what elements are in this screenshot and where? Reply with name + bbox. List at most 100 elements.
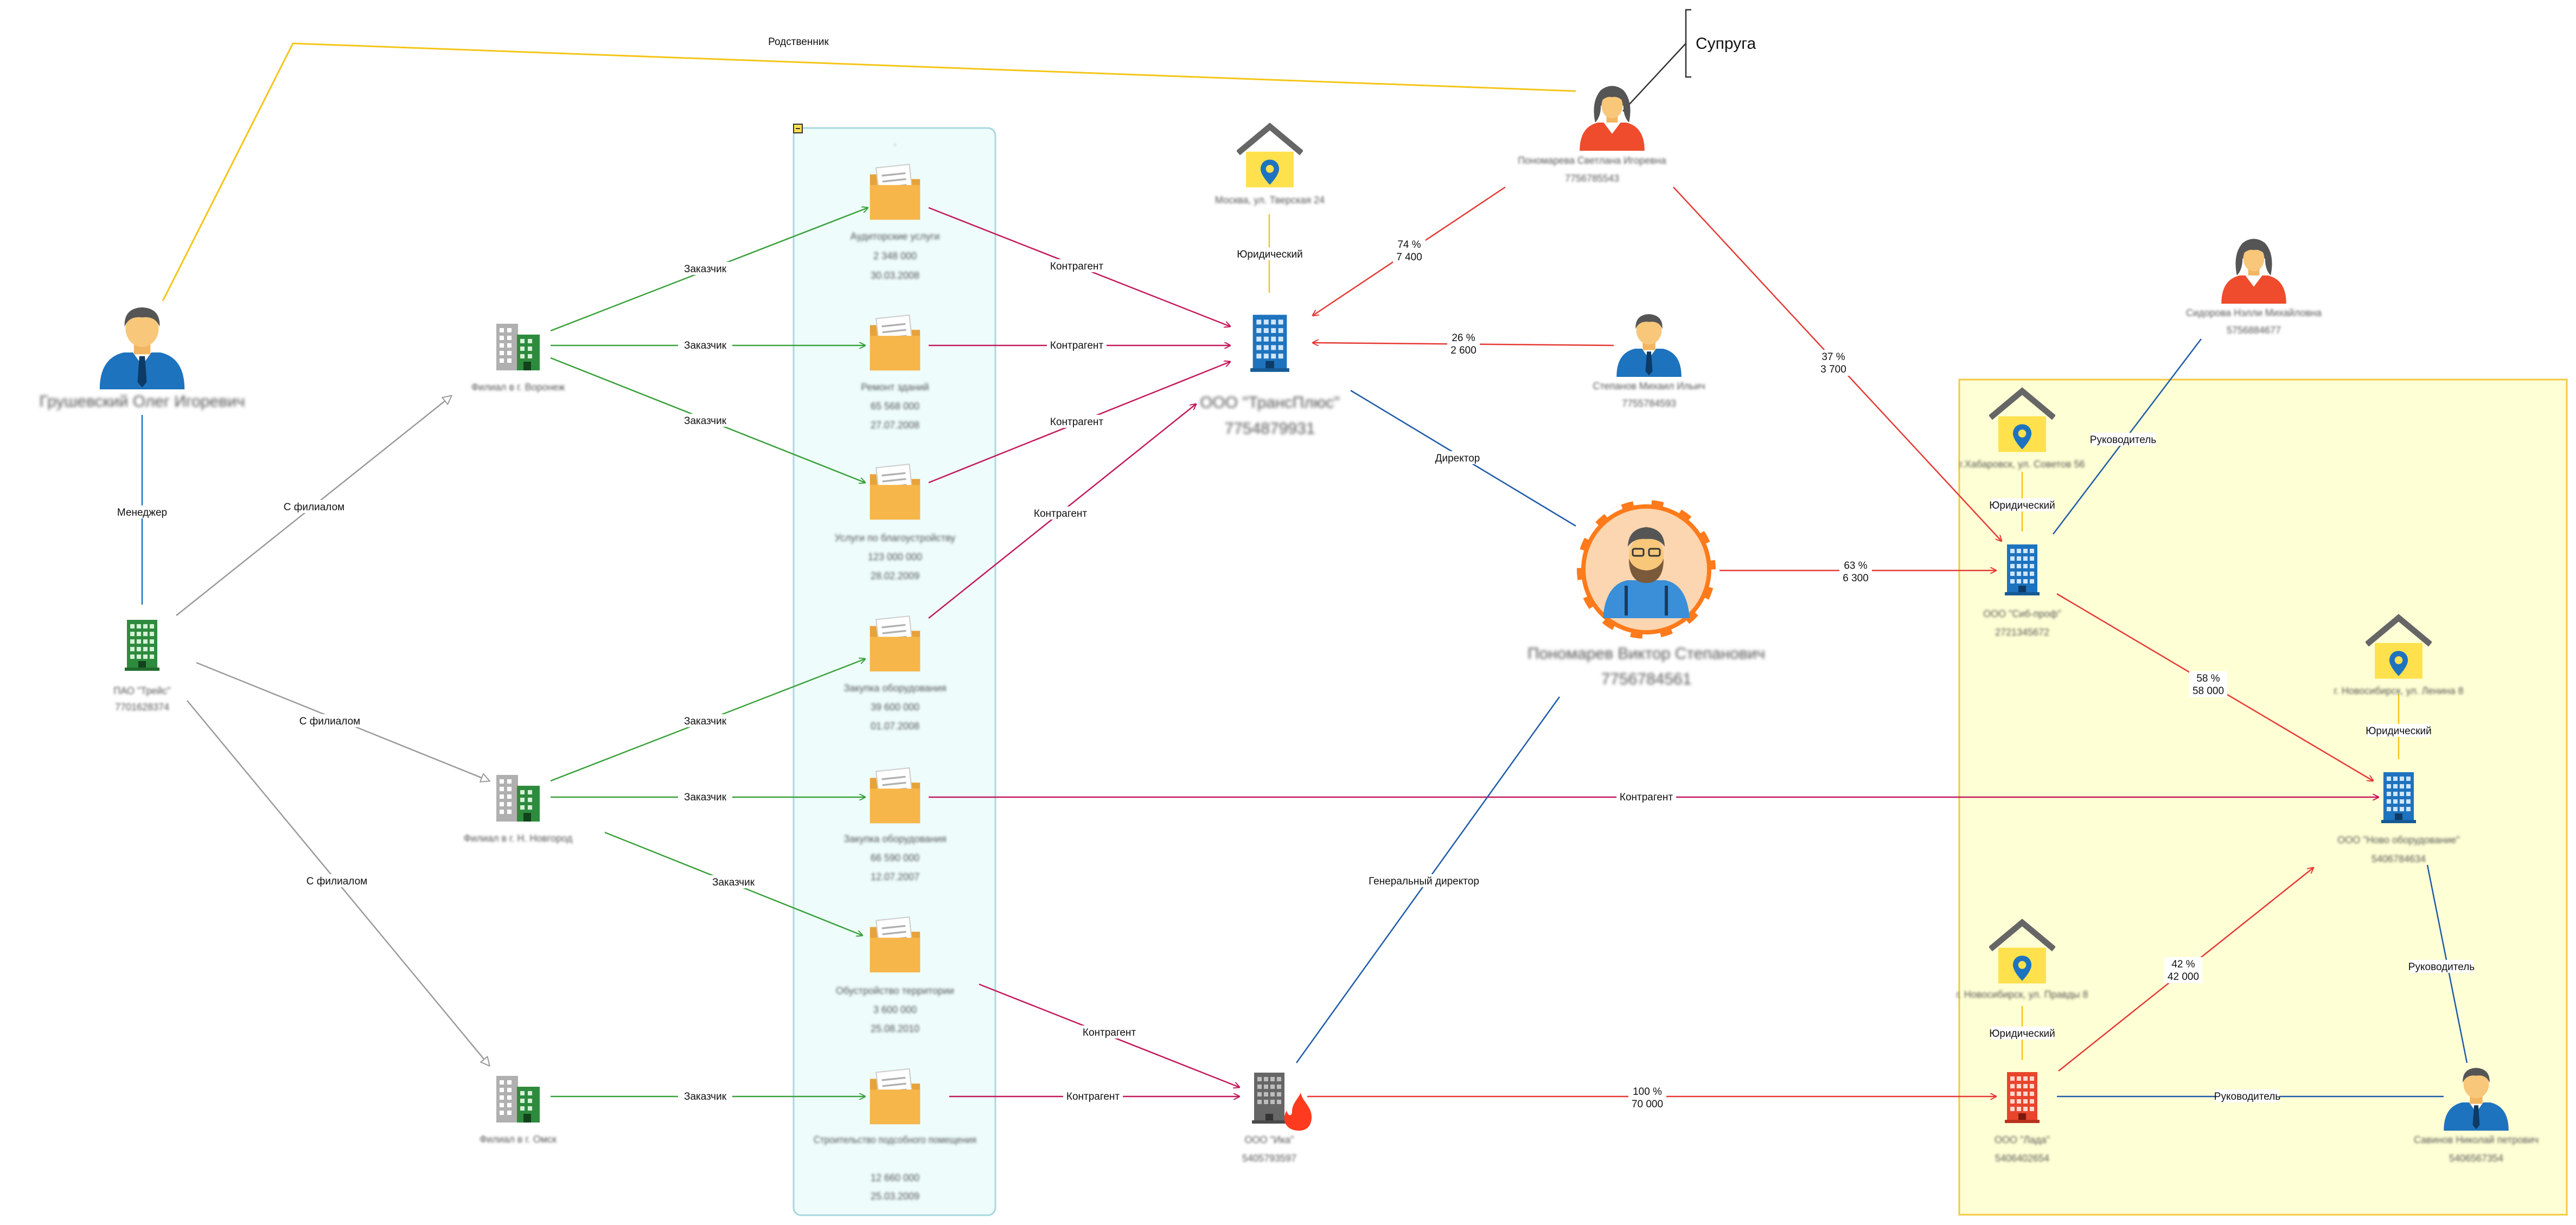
fire-icon <box>1284 1093 1312 1131</box>
edge-label-legal: Юридический <box>2366 726 2432 737</box>
node-person-sv[interactable]: Пономарева Светлана Игоревна 7756785543 <box>1518 86 1667 184</box>
node-label: Сидорова Нэлли Михайловна <box>2186 307 2322 318</box>
edge-relative[interactable] <box>162 42 1576 302</box>
node-label: Ремонт зданий <box>861 382 929 393</box>
edge-label-head: Руководитель <box>2408 961 2475 973</box>
address-marker-icon <box>1238 126 1301 187</box>
edge-label-customer: Заказчик <box>712 877 755 888</box>
node-id: 7756785543 <box>1565 173 1619 184</box>
edge-label-legal: Юридический <box>1237 249 1303 260</box>
node-id: 7755784593 <box>1622 398 1676 409</box>
node-contract-4[interactable]: Закупка оборудования 39 600 000 01.07.20… <box>843 615 947 732</box>
node-amount: 39 600 000 <box>871 702 919 713</box>
building-icon <box>2381 772 2416 823</box>
person-icon <box>2221 239 2286 304</box>
node-addr-nsk2[interactable]: г. Новосибирск, ул. Правды 8 <box>1957 922 2088 1000</box>
node-label: Закупка оборудования <box>843 833 946 844</box>
edge-label-share-amount: 42 000 <box>2168 971 2199 983</box>
node-pao[interactable]: ПАО "Трейс" 7701628374 <box>113 620 171 713</box>
node-branch-nn[interactable]: Филиал в г. Н. Новгород <box>464 775 573 844</box>
node-contract-1[interactable]: Аудиторские услуги 2 348 000 30.03.2008 <box>851 163 940 281</box>
node-contract-7[interactable]: Строительство подсобного помещения 12 66… <box>814 1068 976 1202</box>
edge-label-share-pct: 42 % <box>2171 959 2195 970</box>
node-amount: 12 660 000 <box>871 1172 919 1183</box>
node-amount: 2 348 000 <box>873 251 917 261</box>
edge-label-share-pct: 37 % <box>1821 351 1845 363</box>
node-person-gr[interactable]: Грушевский Олег Игоревич <box>40 307 245 411</box>
edge-label-relative: Родственник <box>768 36 829 48</box>
person-icon <box>1580 86 1645 151</box>
node-label: Закупка оборудования <box>843 683 946 694</box>
edge-label-share-amount: 70 000 <box>1632 1099 1663 1110</box>
edge-label-customer: Заказчик <box>684 340 727 351</box>
node-date: 12.07.2007 <box>871 871 919 882</box>
branch-icon <box>496 324 540 370</box>
node-id: 7701628374 <box>115 702 169 713</box>
node-company-sm[interactable]: ООО "Сиб-проф" 2721345672 <box>1983 544 2061 638</box>
node-label: ООО "Сиб-проф" <box>1983 608 2061 619</box>
edge-label-counterparty: Контрагент <box>1050 416 1104 428</box>
edge-label-legal: Юридический <box>1989 500 2055 511</box>
edge-label-share-amount: 7 400 <box>1396 252 1422 263</box>
contracts-group[interactable] <box>792 127 996 1216</box>
callout: Супруга <box>1622 9 1756 112</box>
node-label: Аудиторские услуги <box>851 231 940 242</box>
node-contract-2[interactable]: Ремонт зданий 65 568 000 27.07.2008 <box>861 314 929 431</box>
edge-label-general-director: Генеральный директор <box>1369 876 1479 887</box>
edge-label-branch: С филиалом <box>299 716 360 727</box>
node-label: г. Новосибирск, ул. Ленина 8 <box>2334 685 2464 696</box>
edge-label-share-amount: 6 300 <box>1843 573 1869 584</box>
node-branch-vrn[interactable]: Филиал в г. Воронеж <box>471 324 565 393</box>
node-id: 5406567354 <box>2449 1153 2503 1164</box>
edge-label-customer: Заказчик <box>684 264 727 275</box>
node-person-vp[interactable]: Пономарев Виктор Степанович 7756784561 <box>1527 500 1765 688</box>
node-addr-nsk[interactable]: г. Новосибирск, ул. Ленина 8 <box>2334 618 2464 696</box>
node-addr-moscow[interactable]: Москва, ул. Тверская 24 <box>1215 126 1325 206</box>
node-addr-khab[interactable]: г.Хабаровск, ул. Советов 56 <box>1959 391 2085 470</box>
node-label: ООО "Лада" <box>1995 1134 2050 1145</box>
edge-label-share-pct: 58 % <box>2196 673 2220 684</box>
node-amount: 3 600 000 <box>873 1004 917 1015</box>
node-label: г. Новосибирск, ул. Правды 8 <box>1957 989 2088 1000</box>
node-label: Строительство подсобного помещения <box>814 1134 976 1145</box>
node-company-ika[interactable]: ООО "Ика" 5405793597 <box>1242 1073 1312 1164</box>
node-id: 7754879931 <box>1225 420 1315 438</box>
node-label: Степанов Михаил Ильич <box>1593 381 1705 392</box>
node-branch-omsk[interactable]: Филиал в г. Омск <box>480 1076 557 1145</box>
node-contract-3[interactable]: Услуги по благоустройству 123 000 000 28… <box>835 463 956 581</box>
node-label: Грушевский Олег Игоревич <box>40 393 245 411</box>
edge-label-counterparty: Контрагент <box>1050 261 1104 272</box>
node-contract-6[interactable]: Обустройство территории 3 600 000 25.08.… <box>836 916 954 1034</box>
person-icon <box>1616 314 1682 377</box>
node-label: г.Хабаровск, ул. Советов 56 <box>1959 459 2085 470</box>
branch-icon <box>496 1076 540 1123</box>
node-label: Услуги по благоустройству <box>835 533 956 543</box>
node-company-tp[interactable]: ООО "ТрансПлюс" 7754879931 <box>1200 315 1340 438</box>
node-date: 28.02.2009 <box>871 570 919 581</box>
node-company-no[interactable]: ООО "Ново оборудование" 5406784634 <box>2337 772 2460 864</box>
edge-label-customer: Заказчик <box>684 415 727 427</box>
node-label: Филиал в г. Омск <box>480 1134 557 1145</box>
node-amount: 65 568 000 <box>871 401 919 412</box>
node-label: Пономарева Светлана Игоревна <box>1518 155 1666 166</box>
node-date: 30.03.2008 <box>871 270 919 281</box>
edge-label-branch: С филиалом <box>284 502 344 513</box>
node-person-sm[interactable]: Степанов Михаил Ильич 7755784593 <box>1593 314 1705 409</box>
building-icon <box>125 620 159 671</box>
node-label: Пономарев Виктор Степанович <box>1527 645 1765 663</box>
node-contract-5[interactable]: Закупка оборудования 66 590 000 12.07.20… <box>843 767 947 882</box>
node-label: Обустройство территории <box>836 985 954 996</box>
node-amount: 123 000 000 <box>868 551 922 562</box>
node-amount: 66 590 000 <box>871 852 919 863</box>
edge-label-counterparty: Контрагент <box>1034 508 1088 519</box>
node-company-la[interactable]: ООО "Лада" 5406402654 <box>1995 1072 2050 1164</box>
edge-labels: Родственник Менеджер С филиалом С филиал… <box>112 35 2475 1111</box>
node-date: 25.08.2010 <box>871 1023 919 1034</box>
node-date: 27.07.2008 <box>871 420 919 431</box>
group-title: · <box>893 139 897 150</box>
edge-label-customer: Заказчик <box>684 792 727 803</box>
node-person-np[interactable]: Савинов Николай петрович 5406567354 <box>2414 1068 2539 1164</box>
node-id: 5756884677 <box>2227 325 2281 336</box>
node-person-ns[interactable]: Сидорова Нэлли Михайловна 5756884677 <box>2186 239 2322 336</box>
callout-text: Супруга <box>1696 35 1756 53</box>
